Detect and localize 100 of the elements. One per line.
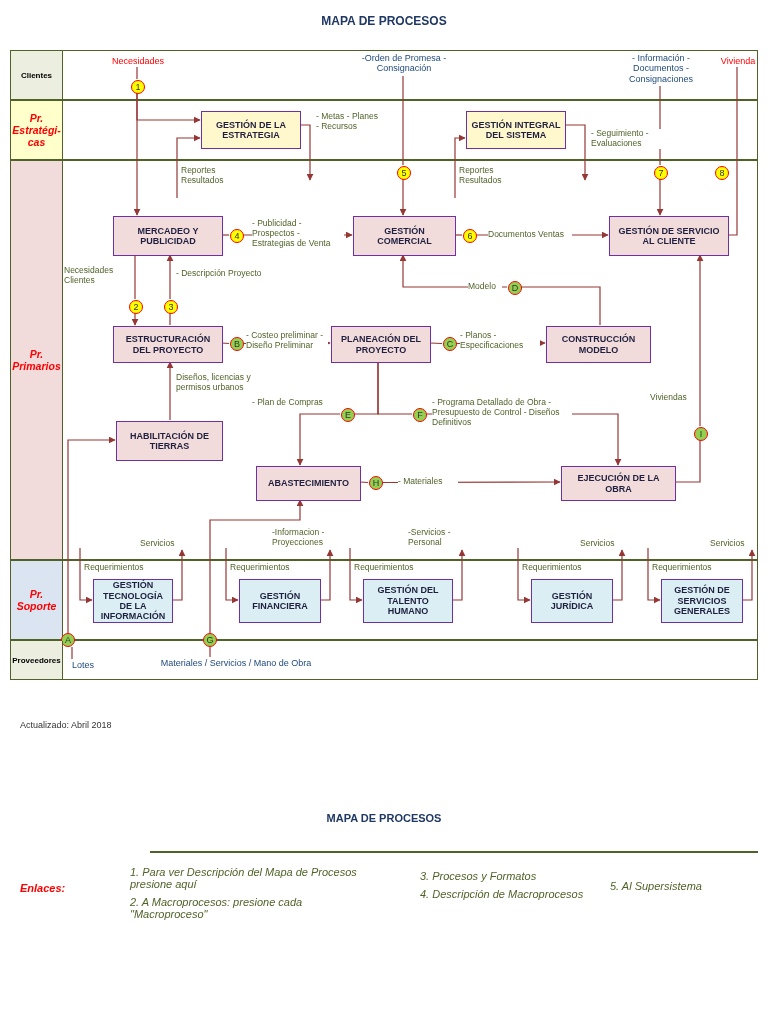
- connector-line: [520, 286, 601, 326]
- arrow: [564, 124, 589, 181]
- connector-line: [402, 75, 404, 166]
- process-box: GESTIÓN FINANCIERA: [239, 579, 321, 623]
- connector-line: [221, 342, 230, 345]
- lane-header: Clientes: [11, 51, 63, 99]
- lane-header: Pr. Soporte: [11, 561, 63, 639]
- section-label: Enlaces:: [20, 882, 67, 894]
- arrow: [349, 547, 363, 604]
- edge-label: - Costeo preliminar -Diseño Preliminar: [246, 331, 328, 351]
- connector-line: [454, 234, 463, 236]
- arrow: [171, 549, 186, 601]
- flow-text: Materiales / Servicios / Mano de Obra: [151, 658, 321, 670]
- arrow: [611, 549, 626, 601]
- arrow: [225, 547, 239, 604]
- link-text: 5. Al Supersistema: [610, 880, 703, 892]
- arrow: [67, 436, 116, 634]
- lane-header: Pr. Primarios: [11, 161, 63, 559]
- flow-text: Necesidades: [108, 56, 168, 68]
- process-box: GESTIÓN INTEGRAL DEL SISTEMA: [466, 111, 566, 149]
- arrow: [647, 547, 661, 604]
- connector-line: [377, 361, 413, 415]
- arrow: [451, 549, 466, 601]
- arrow: [133, 92, 141, 216]
- step-marker: F: [413, 408, 427, 422]
- step-marker: 7: [654, 166, 668, 180]
- page-heading: MAPA DE PROCESOS: [325, 812, 443, 824]
- connector-line: [136, 66, 138, 80]
- process-box: GESTIÓN DE LA ESTRATEGIA: [201, 111, 301, 149]
- process-box: HABILITACIÓN DE TIERRAS: [116, 421, 223, 461]
- arrow: [176, 134, 201, 199]
- flow-text: -Orden de Promesa -Consignación: [359, 53, 449, 77]
- connector-line: [71, 646, 73, 660]
- process-box: EJECUCIÓN DE LA OBRA: [561, 466, 676, 501]
- lane-header: Pr. Estratégi-cas: [11, 101, 63, 159]
- step-marker: D: [508, 281, 522, 295]
- process-box: PLANEACIÓN DEL PROYECTO: [331, 326, 431, 363]
- edge-label: - Materiales: [398, 477, 458, 487]
- arrow: [517, 547, 531, 604]
- arrow: [319, 549, 334, 601]
- link-text: 3. Procesos y Formatos: [420, 870, 538, 882]
- diagram-title: MAPA DE PROCESOS: [320, 14, 448, 28]
- edge-label: Modelo: [468, 282, 502, 292]
- step-marker: C: [443, 337, 457, 351]
- step-marker: H: [369, 476, 383, 490]
- connector-line: [221, 234, 230, 236]
- step-marker: 4: [230, 229, 244, 243]
- process-box: GESTIÓN DE SERVICIO AL CLIENTE: [609, 216, 729, 256]
- arrow: [166, 254, 174, 300]
- step-marker: 1: [131, 80, 145, 94]
- process-box: ESTRUCTURACIÓN DEL PROYECTO: [113, 326, 223, 363]
- flow-text: Vivienda: [716, 56, 760, 68]
- step-marker: E: [341, 408, 355, 422]
- connector-line: [674, 439, 701, 483]
- process-box: GESTIÓN TECNOLOGÍA DE LA INFORMACIÓN: [93, 579, 173, 623]
- process-box: GESTIÓN COMERCIAL: [353, 216, 456, 256]
- flow-text: - Información - Documentos - Consignaciones: [619, 53, 703, 87]
- swimlane: [10, 50, 758, 100]
- process-box: ABASTECIMIENTO: [256, 466, 361, 501]
- step-marker: 8: [715, 166, 729, 180]
- process-box: GESTIÓN JURÍDICA: [531, 579, 613, 623]
- step-marker: I: [694, 427, 708, 441]
- step-marker: 5: [397, 166, 411, 180]
- arrow: [79, 547, 93, 604]
- arrow: [696, 254, 704, 427]
- arrow: [741, 549, 756, 601]
- connector-line: [134, 254, 136, 300]
- step-marker: G: [203, 633, 217, 647]
- connector-line: [209, 646, 211, 658]
- arrow: [299, 124, 314, 181]
- link-text: 4. Descripción de Macroprocesos: [420, 888, 585, 900]
- arrow: [209, 499, 304, 634]
- step-marker: 2: [129, 300, 143, 314]
- process-box: GESTIÓN DEL TALENTO HUMANO: [363, 579, 453, 623]
- arrow: [656, 178, 664, 216]
- process-box: MERCADEO Y PUBLICIDAD: [113, 216, 223, 256]
- edge-label: - Planos -Especificaciones: [460, 331, 540, 351]
- edge-label: - Publicidad - Prospectos - Estrategias de Venta: [252, 219, 344, 249]
- step-marker: 6: [463, 229, 477, 243]
- arrow: [166, 361, 174, 421]
- edge-label: - Seguimiento - Evaluaciones: [591, 129, 661, 149]
- link-text: 2. A Macroprocesos: presione cada "Macroproceso": [130, 896, 304, 920]
- connector-line: [169, 312, 171, 326]
- update-note: Actualizado: Abril 2018: [20, 720, 113, 730]
- connector-line: [429, 342, 443, 345]
- step-marker: B: [230, 337, 244, 351]
- lane-header: Proveedores: [11, 641, 63, 679]
- step-marker: 3: [164, 300, 178, 314]
- arrow: [131, 312, 139, 326]
- edge-label: - Programa Detallado de Obra - Presupuesto de Control - Diseños Definitivos: [432, 398, 572, 428]
- arrow: [454, 134, 466, 199]
- arrow: [399, 178, 407, 216]
- process-box: CONSTRUCCIÓN MODELO: [546, 326, 651, 363]
- step-marker: A: [61, 633, 75, 647]
- connector-line: [727, 66, 738, 236]
- edge-label: - Metas - Planes - Recursos: [316, 112, 378, 132]
- connector-line: [359, 481, 369, 484]
- process-box: GESTIÓN DE SERVICIOS GENERALES: [661, 579, 743, 623]
- arrow: [296, 413, 341, 466]
- edge-label: Documentos Ventas: [488, 230, 572, 240]
